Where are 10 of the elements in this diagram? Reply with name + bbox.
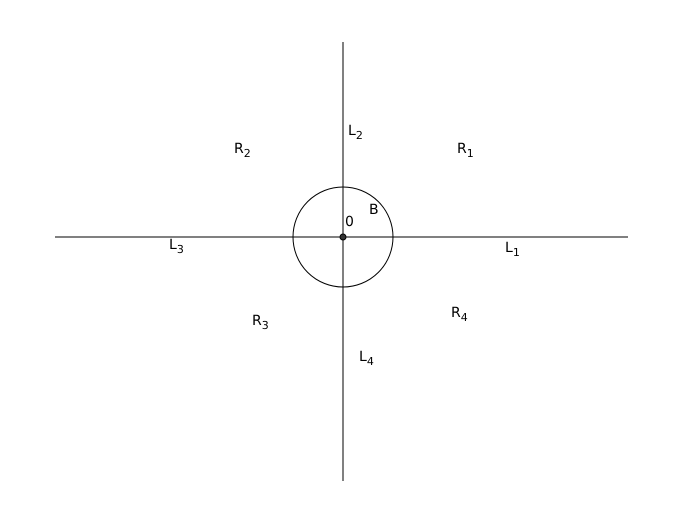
origin-label: 0: [345, 215, 354, 229]
line-label: L$_{2}$: [348, 124, 363, 141]
line-label: L$_{1}$: [505, 241, 520, 258]
line-label: L$_{4}$: [359, 350, 374, 367]
circle-label: B: [369, 203, 379, 217]
region-label: R$_{2}$: [234, 142, 251, 159]
region-label: R$_{1}$: [457, 142, 474, 159]
line-label: L$_{3}$: [169, 238, 184, 255]
region-label: R$_{3}$: [252, 314, 269, 331]
region-label: R$_{4}$: [451, 306, 468, 323]
